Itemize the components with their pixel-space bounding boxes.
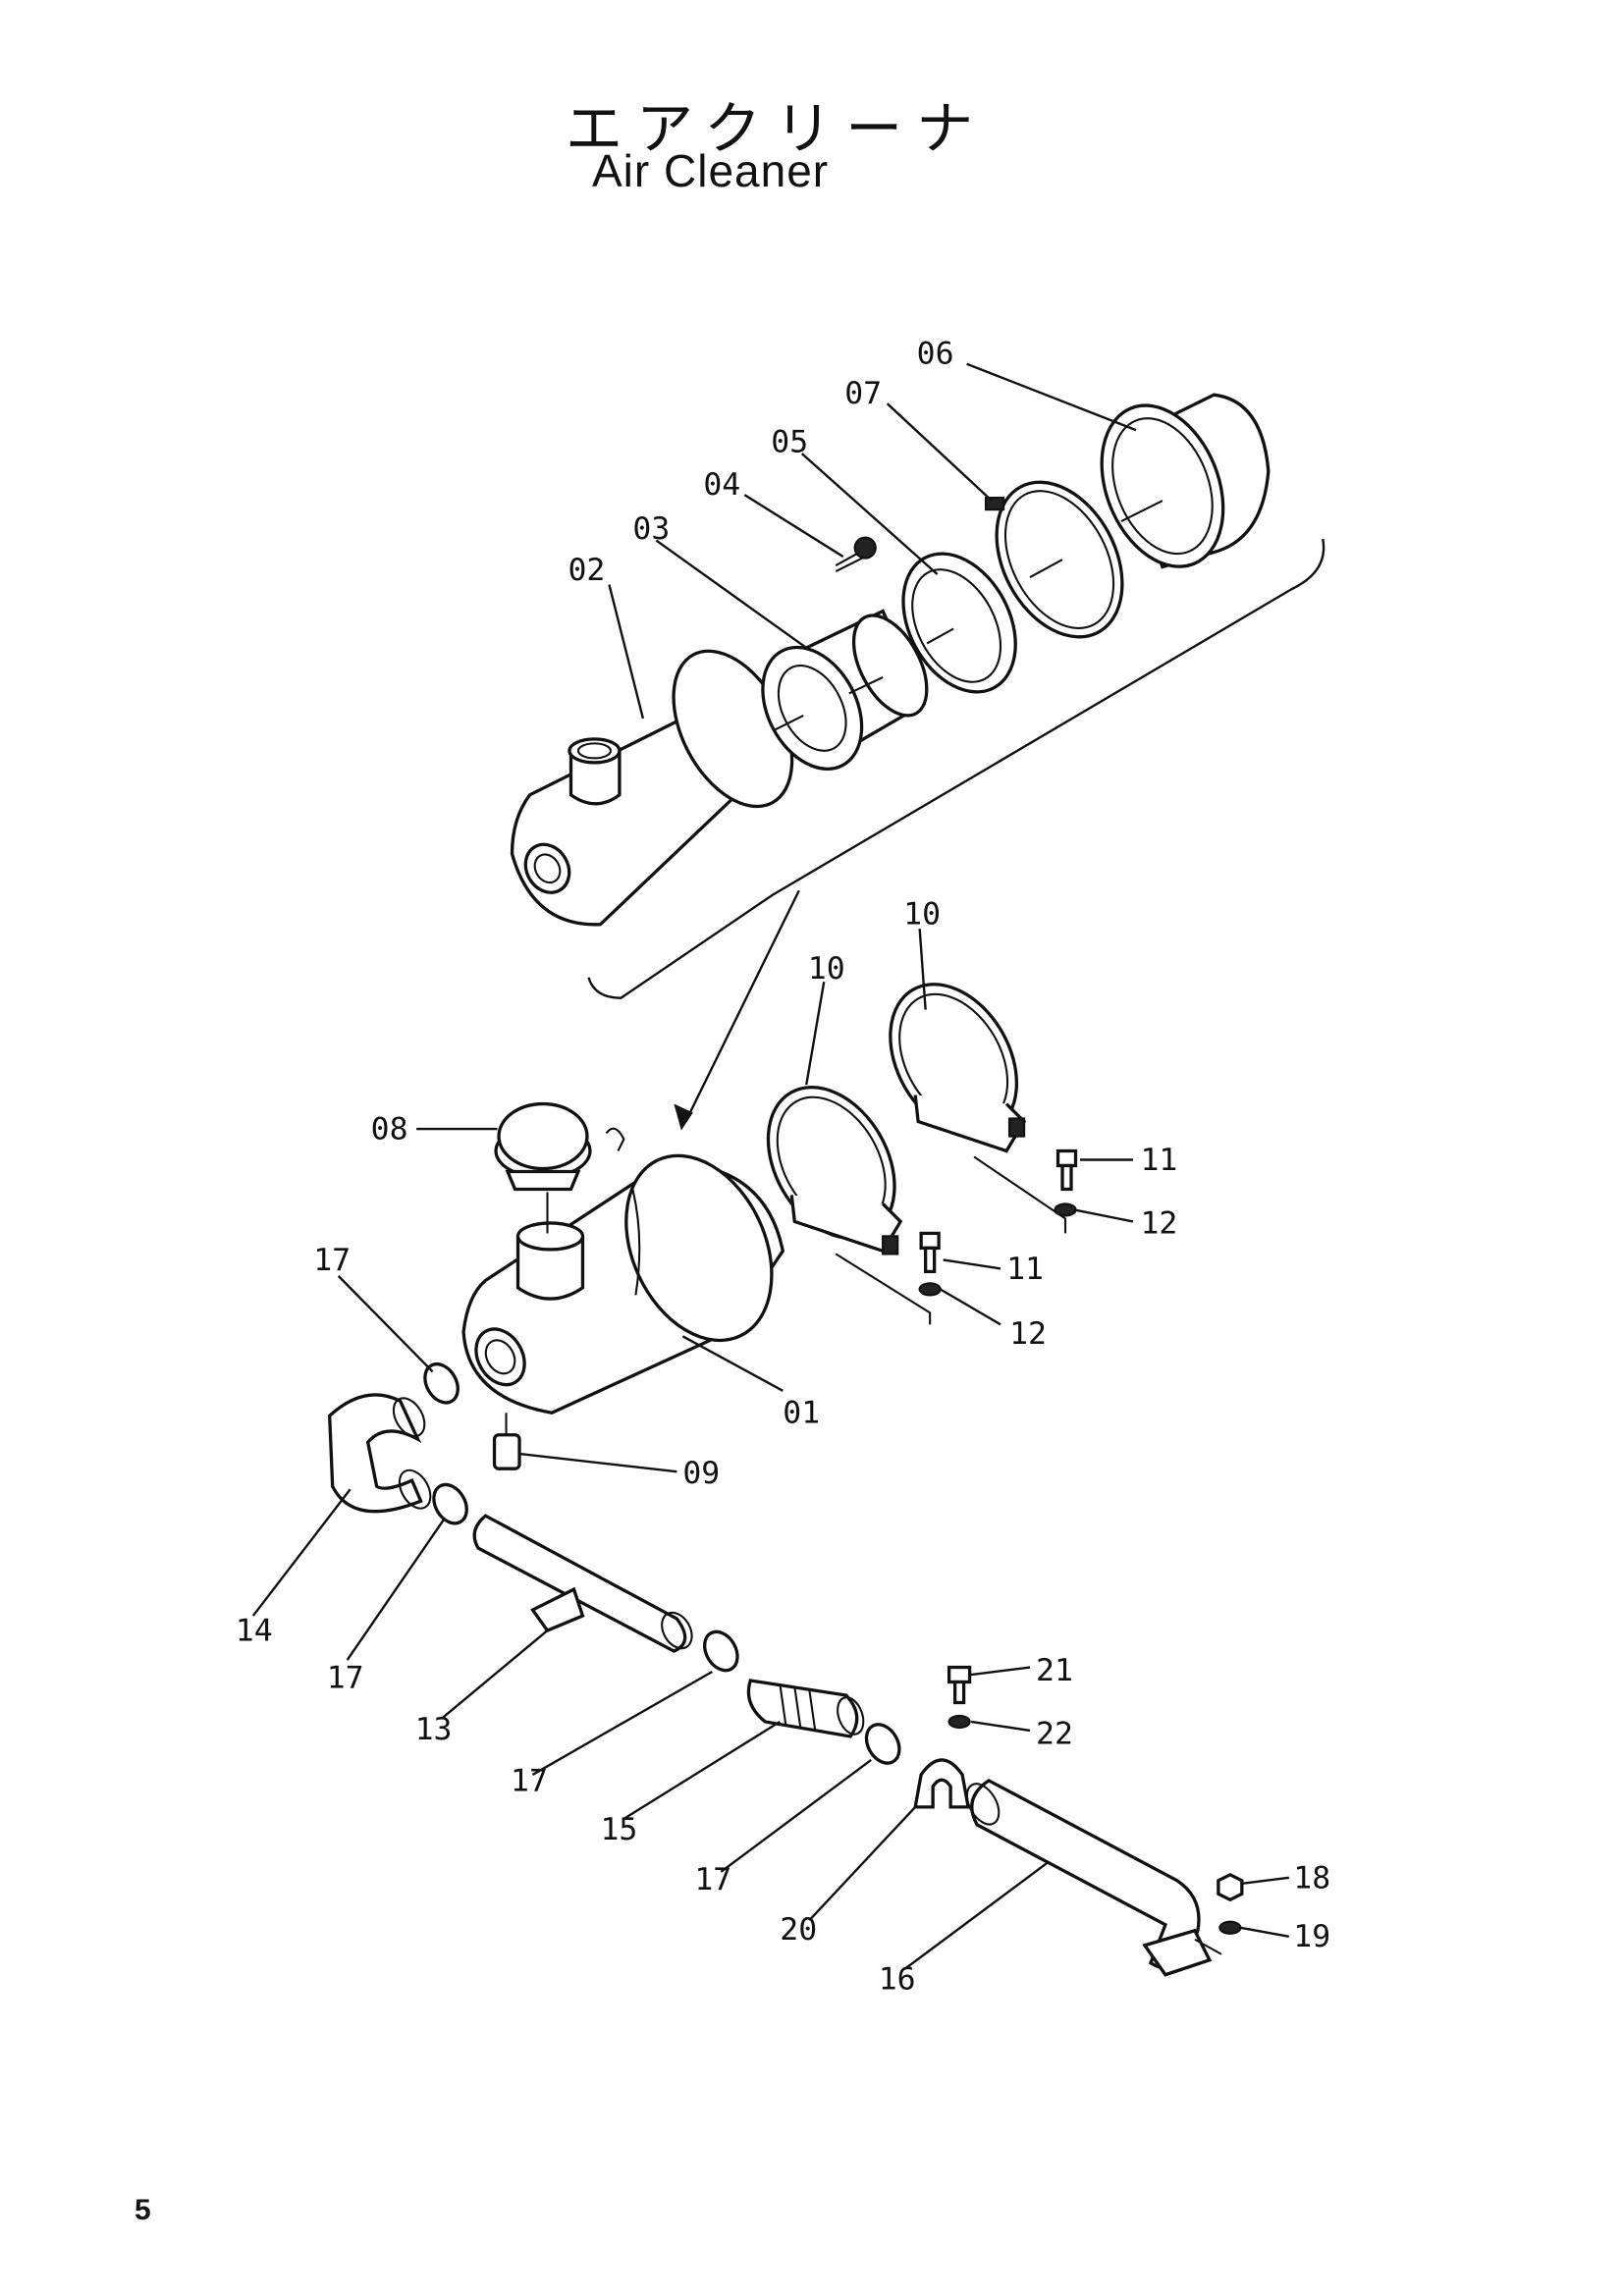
leader-04 bbox=[743, 494, 844, 559]
part-17-clamp-a bbox=[423, 1362, 460, 1405]
label-12-b: 12 bbox=[1009, 1316, 1047, 1352]
leader-22 bbox=[970, 1720, 1031, 1733]
leader-07 bbox=[886, 402, 993, 502]
label-07: 07 bbox=[844, 376, 882, 411]
label-03: 03 bbox=[632, 511, 670, 547]
label-18: 18 bbox=[1293, 1860, 1330, 1896]
title-japanese: エアクリーナ bbox=[566, 95, 988, 162]
label-10-rear: 10 bbox=[903, 897, 941, 933]
part-11-bolt-b bbox=[919, 1231, 941, 1274]
leader-lines bbox=[251, 362, 1290, 1970]
part-14-elbow-hose bbox=[328, 1393, 432, 1514]
bracket-lines-18-19 bbox=[1194, 1938, 1222, 1955]
inset-arrow-line bbox=[684, 889, 800, 1123]
part-09-valve bbox=[492, 1413, 521, 1470]
main-assembly bbox=[328, 983, 1244, 1977]
part-11-bolt-a bbox=[1055, 1148, 1078, 1192]
leader-16 bbox=[903, 1860, 1051, 1970]
leader-09 bbox=[520, 1453, 677, 1473]
label-10-front: 10 bbox=[808, 951, 845, 987]
label-16: 16 bbox=[879, 1962, 916, 1998]
label-17-c: 17 bbox=[511, 1763, 548, 1798]
part-04-bolt bbox=[835, 536, 877, 572]
page-number: 5 bbox=[135, 2194, 151, 2226]
label-02: 02 bbox=[568, 553, 605, 588]
part-13-pipe bbox=[472, 1514, 693, 1653]
part-labels: 06 07 05 04 03 02 10 10 08 11 12 17 11 1… bbox=[236, 337, 1330, 1998]
leader-17a bbox=[337, 1275, 434, 1373]
inset-arrow-head bbox=[674, 1103, 693, 1131]
part-15-flex-hose bbox=[746, 1679, 865, 1738]
part-05-seal-ring bbox=[901, 552, 1017, 694]
leader-01 bbox=[681, 1335, 784, 1392]
part-16-outlet-pipe bbox=[965, 1778, 1213, 1977]
leader-10a bbox=[918, 929, 927, 1010]
label-09: 09 bbox=[682, 1456, 720, 1491]
label-06: 06 bbox=[917, 337, 954, 372]
label-04: 04 bbox=[703, 467, 740, 503]
label-14: 14 bbox=[236, 1614, 273, 1649]
leader-12a bbox=[1073, 1208, 1134, 1223]
part-21-bolt bbox=[947, 1665, 972, 1705]
leader-05 bbox=[800, 453, 939, 575]
label-15: 15 bbox=[600, 1812, 637, 1847]
part-20-saddle-bracket bbox=[913, 1758, 971, 1809]
leader-17c bbox=[531, 1670, 713, 1776]
label-11-a: 11 bbox=[1140, 1143, 1177, 1178]
inset-bracket bbox=[587, 538, 1325, 999]
part-17-clamp-d bbox=[864, 1723, 901, 1765]
part-07-band-clamp bbox=[984, 480, 1124, 639]
part-12-washer-b bbox=[918, 1282, 942, 1297]
leader-12b bbox=[940, 1288, 1001, 1326]
leader-10b bbox=[805, 981, 826, 1086]
leader-11b bbox=[943, 1258, 1001, 1270]
part-06-cover bbox=[1100, 393, 1271, 569]
leader-19 bbox=[1240, 1926, 1290, 1938]
leader-21 bbox=[970, 1666, 1031, 1677]
label-08: 08 bbox=[371, 1112, 408, 1148]
leader-13 bbox=[440, 1629, 549, 1720]
label-17-a: 17 bbox=[313, 1243, 351, 1278]
leader-03 bbox=[655, 539, 807, 649]
leader-18 bbox=[1241, 1876, 1289, 1886]
label-21: 21 bbox=[1036, 1653, 1073, 1688]
inset-centerline bbox=[773, 500, 1163, 731]
leader-15 bbox=[622, 1720, 781, 1820]
part-19-washer bbox=[1218, 1920, 1242, 1935]
leader-06 bbox=[966, 362, 1137, 432]
part-03-filter-element bbox=[761, 609, 929, 771]
label-19: 19 bbox=[1293, 1919, 1330, 1954]
label-12-a: 12 bbox=[1140, 1205, 1177, 1241]
part-22-washer bbox=[947, 1714, 971, 1730]
label-17-b: 17 bbox=[327, 1661, 364, 1696]
label-17-d: 17 bbox=[694, 1862, 731, 1897]
leader-14 bbox=[251, 1488, 352, 1617]
title-english: Air Cleaner bbox=[592, 145, 830, 196]
inset-group bbox=[510, 393, 1325, 1131]
leader-20 bbox=[808, 1806, 917, 1922]
part-17-clamp-b bbox=[432, 1482, 468, 1525]
part-08-cap bbox=[494, 1101, 592, 1234]
label-13: 13 bbox=[415, 1712, 453, 1747]
leader-02 bbox=[608, 584, 645, 720]
part-10-band-front bbox=[766, 1085, 903, 1255]
label-01: 01 bbox=[783, 1396, 820, 1431]
part-10-band-rear bbox=[889, 983, 1027, 1153]
part-18-nut bbox=[1217, 1872, 1244, 1902]
label-05: 05 bbox=[771, 425, 808, 460]
part-01-air-cleaner-body bbox=[461, 1127, 785, 1415]
part-17-clamp-c bbox=[702, 1629, 739, 1673]
bracket-lines-11-12 bbox=[835, 1155, 1067, 1325]
leader-17b bbox=[346, 1518, 446, 1661]
label-22: 22 bbox=[1036, 1716, 1073, 1751]
label-20: 20 bbox=[780, 1912, 817, 1948]
label-11-b: 11 bbox=[1006, 1252, 1044, 1287]
leader-17d bbox=[720, 1758, 872, 1873]
